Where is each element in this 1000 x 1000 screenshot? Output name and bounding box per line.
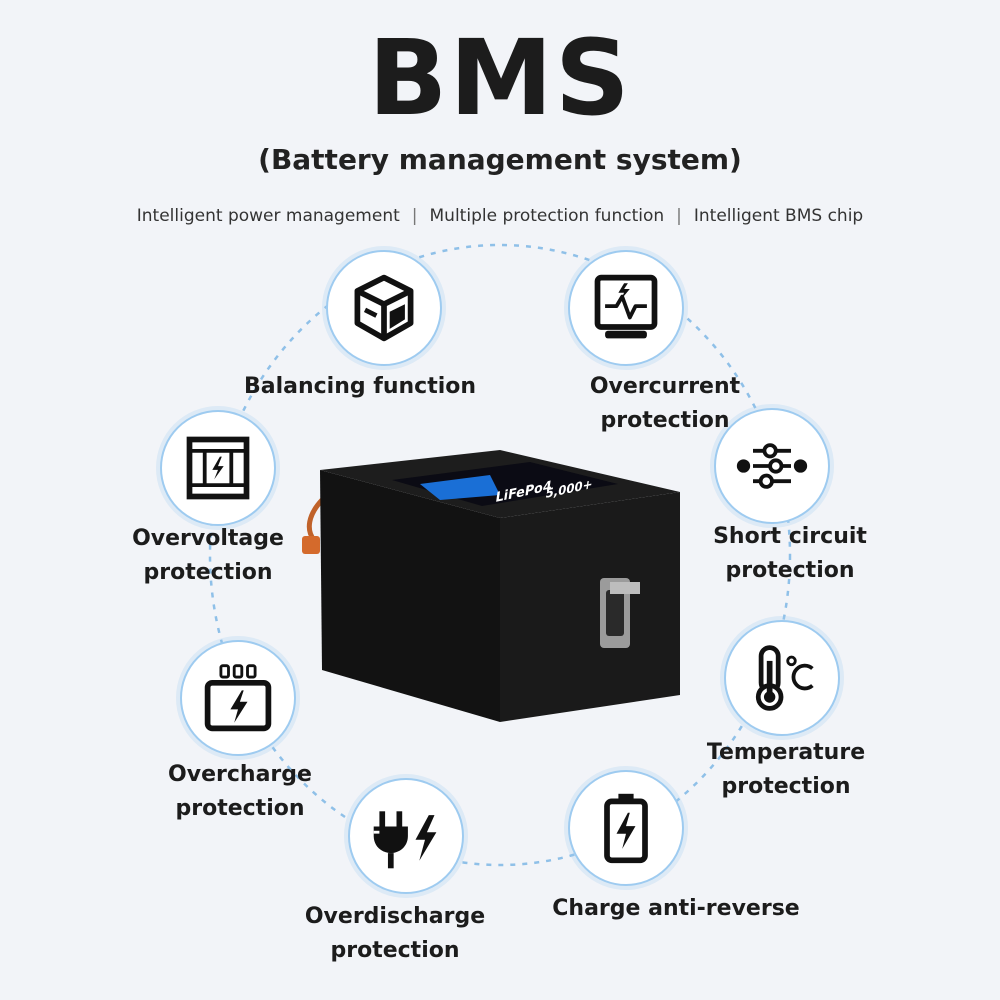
plug-lightning-icon [373, 811, 437, 869]
battery-charge-icon [604, 793, 648, 864]
voltage-frame-icon [186, 436, 250, 500]
battery-product-image: LiFePo4 5,000+ [302, 450, 680, 722]
circuit-switch-icon [736, 443, 808, 489]
temperature-protection-circle [724, 620, 840, 736]
overvoltage-protection-circle [160, 410, 276, 526]
monitor-pulse-icon [594, 274, 658, 339]
short-circuit-protection-label: Short circuit protection [713, 524, 867, 583]
balance-cube-icon [354, 274, 414, 342]
overcurrent-protection-circle [568, 250, 684, 366]
feature-separator: | [676, 206, 682, 226]
overcharge-protection-circle [180, 640, 296, 756]
balancing-function-label: Balancing function [243, 374, 477, 399]
charge-anti-reverse-label: Charge anti-reverse [552, 896, 800, 921]
overdischarge-protection-label: Overdischarge protection [304, 904, 486, 963]
overvoltage-protection-label: Overvoltage protection [132, 526, 284, 585]
feature-strip: Intelligent power management | Multiple … [0, 206, 1000, 226]
page-subtitle: (Battery management system) [258, 143, 742, 176]
thermometer-icon [755, 645, 814, 711]
charge-anti-reverse-circle [568, 770, 684, 886]
overcurrent-protection-label: Overcurrent protection [589, 374, 741, 433]
short-circuit-protection-circle [714, 408, 830, 524]
feature-item: Intelligent BMS chip [693, 206, 864, 226]
feature-item: Intelligent power management [136, 206, 400, 226]
feature-separator: | [411, 206, 418, 226]
overdischarge-protection-circle [348, 778, 464, 894]
temperature-protection-label: Temperature protection [706, 740, 866, 799]
balancing-function-circle [326, 250, 442, 366]
page-title: BMS [368, 17, 632, 139]
overcharge-protection-label: Overcharge protection [168, 762, 312, 821]
feature-item: Multiple protection function [429, 206, 665, 226]
charger-lightning-icon [204, 664, 272, 732]
